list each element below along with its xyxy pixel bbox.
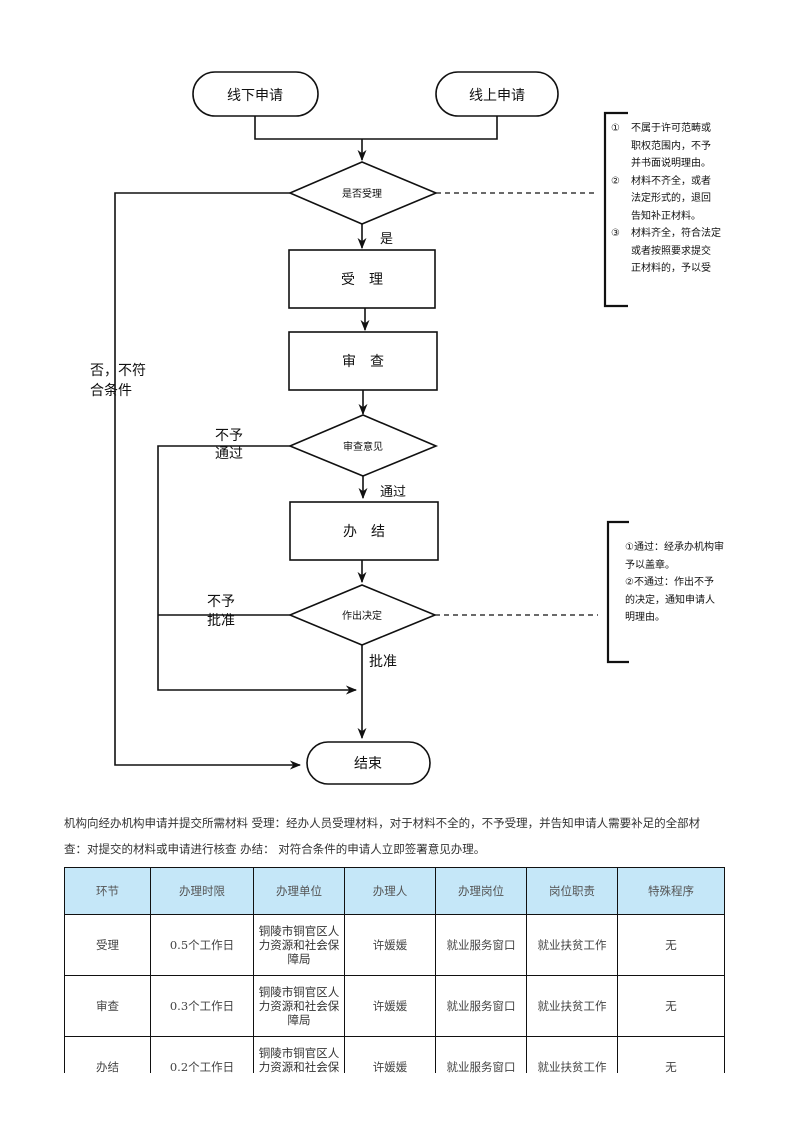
process-flowchart: 线下申请 线上申请 是否受理 是 受 理 否，不符 合条件 审 查 审查意见 不… xyxy=(90,71,629,785)
cell-special: 无 xyxy=(617,975,725,1037)
header-stage: 环节 xyxy=(64,867,151,915)
decision-make-label: 作出决定 xyxy=(342,609,382,622)
cell-unit: 铜陵市铜官区人力资源和社会保障局 xyxy=(253,914,345,976)
decision-accept-label: 是否受理 xyxy=(342,188,382,200)
note-decision-line: 予以盖章。 xyxy=(625,559,675,571)
header-special: 特殊程序 xyxy=(617,867,725,915)
header-unit: 办理单位 xyxy=(253,867,345,915)
label-not-approve-2: 批准 xyxy=(207,613,235,629)
table-row: 受理 0.5个工作日 铜陵市铜官区人力资源和社会保障局 许媛媛 就业服务窗口 就… xyxy=(64,914,725,976)
decision-review-label: 审查意见 xyxy=(343,440,383,453)
note-decision-line: 明理由。 xyxy=(625,612,665,623)
step-accept-label: 受 理 xyxy=(341,272,383,288)
not-pass-line xyxy=(157,445,358,695)
cell-duty: 就业扶贫工作 xyxy=(526,975,618,1037)
step-review-box xyxy=(288,331,438,391)
header-post: 办理岗位 xyxy=(435,867,527,915)
end-label: 结束 xyxy=(354,756,382,772)
note-decision-line: ②不通过：作出不予 xyxy=(625,577,714,588)
table-header-row: 环节 办理时限 办理单位 办理人 办理岗位 岗位职责 特殊程序 xyxy=(64,867,725,915)
cell-time-limit: 0.5个工作日 xyxy=(150,914,254,976)
cell-handler: 许媛媛 xyxy=(344,914,436,976)
cell-unit: 铜陵市铜官区人力资源和社会保障局 xyxy=(253,975,345,1037)
label-pass: 通过 xyxy=(380,485,406,500)
start-offline-label: 线下申请 xyxy=(227,88,283,104)
cell-post: 就业服务窗口 xyxy=(435,975,527,1037)
label-not-pass-2: 通过 xyxy=(215,446,243,462)
step-review-label: 审 查 xyxy=(342,354,384,370)
note-decision-line: ①通过：经承办机构审 xyxy=(625,542,724,553)
reject-line xyxy=(114,192,302,770)
cell-stage: 审查 xyxy=(64,975,151,1037)
cell-post: 就业服务窗口 xyxy=(435,914,527,976)
label-approve: 批准 xyxy=(369,654,397,670)
step-finish-box xyxy=(289,501,439,561)
label-reject-1: 否，不符 xyxy=(90,363,146,379)
page-cutoff xyxy=(0,1073,793,1122)
note1-bracket xyxy=(603,111,628,308)
connector-offline xyxy=(254,116,498,140)
label-not-pass-1: 不予 xyxy=(215,428,243,444)
label-yes: 是 xyxy=(380,232,393,247)
cell-stage: 受理 xyxy=(64,914,151,976)
description-line: 机构向经办机构申请并提交所需材料 受理：经办人员受理材料，对于材料不全的，不予受… xyxy=(64,816,701,830)
label-not-approve-1: 不予 xyxy=(207,594,235,610)
process-description: 机构向经办机构申请并提交所需材料 受理：经办人员受理材料，对于材料不全的，不予受… xyxy=(64,810,734,862)
header-handler: 办理人 xyxy=(344,867,436,915)
cell-time-limit: 0.3个工作日 xyxy=(150,975,254,1037)
description-line: 查：对提交的材料或申请进行核查 办结： 对符合条件的申请人立即签署意见办理。 xyxy=(64,842,486,856)
cell-special: 无 xyxy=(617,914,725,976)
header-duty: 岗位职责 xyxy=(526,867,618,915)
end-terminal xyxy=(306,741,431,785)
note2-bracket xyxy=(606,520,629,664)
cell-duty: 就业扶贫工作 xyxy=(526,914,618,976)
step-accept-box xyxy=(288,249,436,309)
label-reject-2: 合条件 xyxy=(90,382,132,399)
table-row: 审查 0.3个工作日 铜陵市铜官区人力资源和社会保障局 许媛媛 就业服务窗口 就… xyxy=(64,975,725,1037)
step-finish-label: 办 结 xyxy=(343,524,385,540)
process-table: 环节 办理时限 办理单位 办理人 办理岗位 岗位职责 特殊程序 受理 0.5个工… xyxy=(64,867,725,1098)
header-time-limit: 办理时限 xyxy=(150,867,254,915)
cell-handler: 许媛媛 xyxy=(344,975,436,1037)
note-decision-line: 的决定，通知申请人 xyxy=(625,594,715,606)
start-online-label: 线上申请 xyxy=(469,88,525,104)
note-decision-outcomes: ①通过：经承办机构审 予以盖章。 ②不通过：作出不予 的决定，通知申请人 明理由… xyxy=(625,539,731,627)
